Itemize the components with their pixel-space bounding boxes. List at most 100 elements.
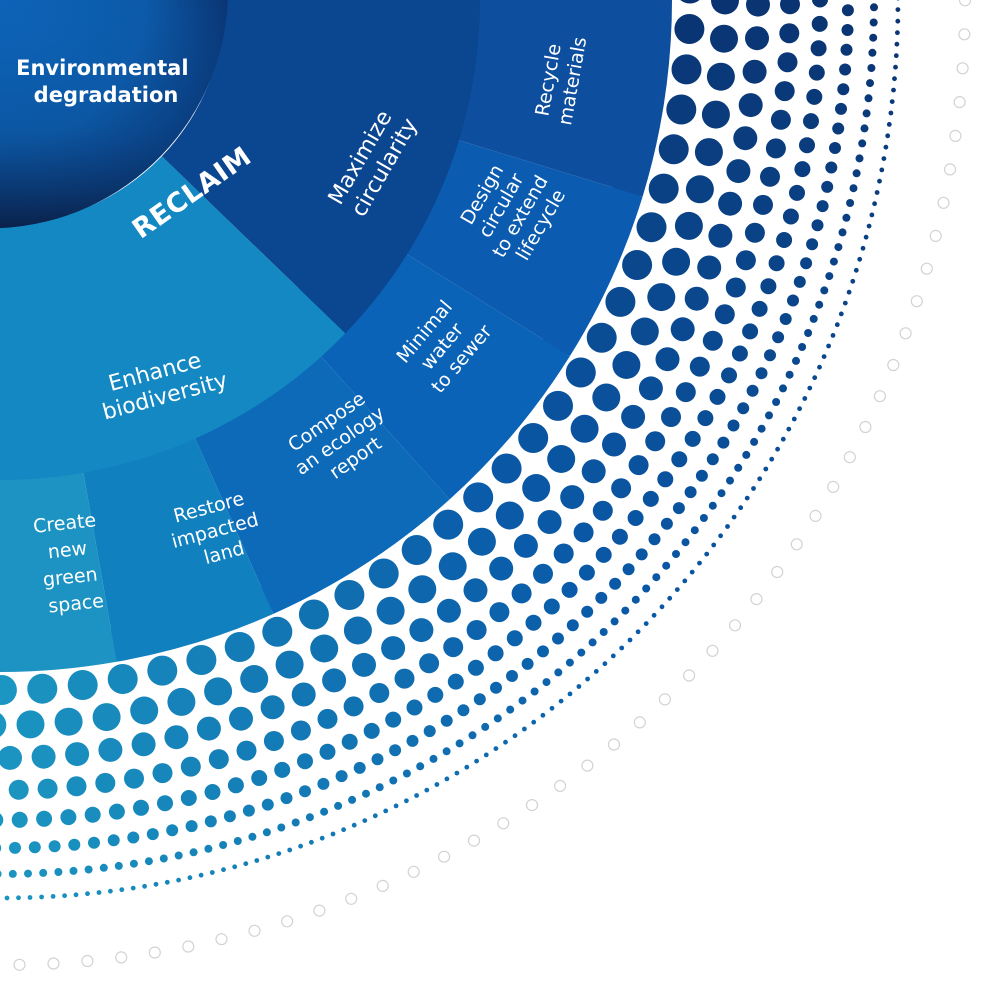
halftone-dot [697, 255, 722, 280]
halftone-dot [371, 753, 384, 766]
halftone-dot [310, 634, 339, 663]
halftone-dot [775, 446, 780, 452]
halftone-dot [746, 0, 770, 17]
halftone-dot [760, 278, 777, 295]
halftone-dot [811, 219, 824, 232]
halftone-dot [895, 18, 901, 24]
halftone-dot [655, 347, 680, 372]
halftone-dot [850, 278, 856, 284]
halftone-dot [565, 658, 574, 667]
halftone-dot [219, 841, 228, 849]
halftone-dot [750, 437, 759, 446]
halftone-dot [385, 711, 402, 728]
halftone-dot [765, 411, 773, 420]
halftone-dot [657, 471, 674, 488]
halftone-dot [711, 542, 717, 548]
halftone-dot [699, 514, 708, 522]
halftone-dot [816, 200, 829, 213]
halftone-dot [718, 533, 723, 539]
halftone-dot [674, 14, 705, 44]
core-shading [0, 0, 228, 228]
halftone-dot [506, 705, 515, 714]
halftone-dot [404, 798, 409, 804]
halftone-dot [506, 670, 518, 682]
halftone-dot [224, 632, 255, 662]
halftone-dot [734, 463, 743, 472]
outline-dot [115, 951, 128, 964]
halftone-dot [147, 655, 178, 686]
halftone-dot [299, 785, 311, 798]
halftone-dot [265, 854, 271, 860]
halftone-dot [298, 599, 329, 630]
halftone-dot [487, 645, 504, 662]
halftone-dot [466, 620, 487, 640]
halftone-dot [167, 687, 196, 716]
halftone-dot [4, 895, 10, 901]
outline-dot [607, 738, 621, 751]
halftone-dot [772, 331, 785, 344]
halftone-dot [738, 505, 744, 511]
halftone-dot [236, 740, 257, 761]
halftone-dot [468, 731, 477, 740]
halftone-dot [588, 638, 597, 647]
outline-dot [81, 954, 94, 968]
halftone-dot [751, 486, 756, 491]
halftone-dot [866, 79, 874, 88]
halftone-dot [585, 676, 590, 682]
halftone-dot [602, 432, 626, 457]
halftone-dot [595, 546, 612, 563]
halftone-dot [9, 841, 21, 854]
halftone-dot [746, 384, 759, 397]
halftone-dot [695, 469, 708, 482]
halftone-dot [631, 595, 640, 604]
halftone-dot [67, 670, 98, 700]
outline-dot [958, 28, 971, 41]
halftone-dot [684, 286, 709, 311]
halftone-dot [96, 890, 102, 895]
halftone-dot [176, 877, 182, 883]
outline-dot [956, 62, 969, 75]
halftone-dot [862, 109, 871, 118]
halftone-dot [319, 835, 325, 841]
halftone-dot [352, 652, 376, 677]
halftone-dot [627, 510, 644, 526]
outline-dot [771, 565, 784, 579]
halftone-dot [744, 222, 765, 243]
halftone-dot [198, 872, 204, 878]
halftone-dot [204, 815, 217, 828]
halftone-dot [697, 410, 714, 427]
halftone-dot [870, 3, 878, 12]
halftone-dot [84, 806, 101, 823]
halftone-dot [8, 869, 17, 878]
halftone-dot [320, 807, 329, 816]
halftone-dot [233, 837, 242, 845]
halftone-dot [802, 396, 808, 401]
halftone-dot [869, 212, 875, 218]
halftone-dot [495, 501, 524, 530]
outline-dot [887, 358, 900, 372]
halftone-dot [416, 762, 425, 771]
halftone-dot [62, 893, 67, 899]
halftone-dot [893, 53, 899, 59]
halftone-dot [552, 632, 564, 645]
outline-dot [47, 957, 60, 970]
halftone-dot [348, 795, 357, 804]
outline-dot [497, 817, 510, 830]
halftone-dot [491, 453, 522, 484]
halftone-dot [261, 798, 274, 811]
halftone-dot [262, 616, 293, 647]
halftone-dot [651, 612, 657, 618]
halftone-dot [521, 657, 534, 670]
halftone-dot [0, 675, 17, 705]
halftone-dot [463, 482, 494, 513]
halftone-dot [436, 598, 461, 623]
halftone-dot [274, 761, 291, 778]
halftone-dot [793, 275, 806, 288]
halftone-dot [341, 827, 346, 833]
halftone-dot [0, 870, 2, 878]
halftone-dot [457, 704, 470, 717]
halftone-dot [455, 739, 464, 748]
halftone-dot [530, 687, 539, 696]
halftone-dot [187, 875, 193, 881]
outline-dot [438, 850, 451, 863]
